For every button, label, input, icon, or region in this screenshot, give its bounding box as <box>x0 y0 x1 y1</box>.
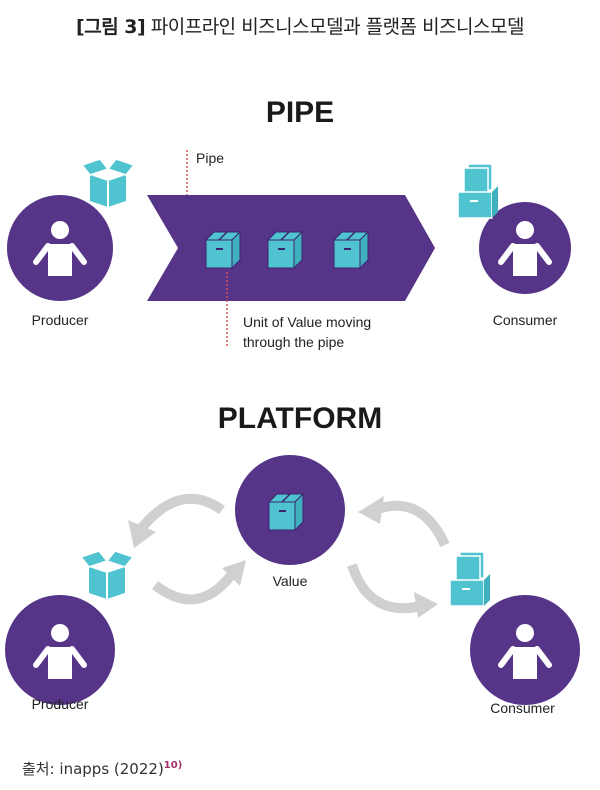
figure-number: [그림 3] <box>76 16 146 38</box>
arrow-head <box>222 560 246 586</box>
arrow-to-value <box>151 567 240 605</box>
arrow-to-consumer <box>347 563 427 614</box>
platform-consumer <box>449 551 580 705</box>
value-box-icon <box>205 231 241 269</box>
source-text: 출처: inapps (2022) <box>22 760 164 778</box>
pipe-producer-label: Producer <box>31 312 89 328</box>
platform-value-label: Value <box>272 573 308 589</box>
platform-producer-label: Producer <box>31 696 89 712</box>
pipe-consumer-label: Consumer <box>492 312 558 328</box>
unit-of-value-label: Unit of Value moving through the pipe <box>243 312 371 352</box>
source-note: 출처: inapps (2022)10) <box>22 758 182 779</box>
arrow-head <box>414 592 438 618</box>
platform-arrows <box>128 493 450 618</box>
figure-title: 파이프라인 비즈니스모델과 플랫폼 비즈니스모델 <box>150 16 525 38</box>
unit-label-line2: through the pipe <box>243 334 345 350</box>
pipe-consumer <box>457 163 571 294</box>
value-box-icon <box>267 231 303 269</box>
unit-label-line1: Unit of Value moving <box>243 314 372 330</box>
figure-caption: [그림 3] 파이프라인 비즈니스모델과 플랫폼 비즈니스모델 <box>0 12 600 39</box>
value-box-icon <box>333 231 369 269</box>
pipe-heading: PIPE <box>265 96 335 129</box>
open-box-icon <box>80 550 134 600</box>
file-box-icon <box>457 163 499 219</box>
pipe-producer <box>7 158 135 301</box>
footnote-ref: 10) <box>163 760 183 771</box>
platform-consumer-label: Consumer <box>490 700 555 716</box>
open-box-icon <box>81 158 135 208</box>
pipe-label: Pipe <box>196 150 225 166</box>
arrow-head <box>358 496 384 524</box>
platform-heading: PLATFORM <box>217 402 383 435</box>
arrow-head <box>128 520 156 548</box>
platform-value <box>235 455 345 565</box>
value-box-icon <box>268 493 304 531</box>
file-box-icon <box>449 551 491 607</box>
platform-producer <box>5 550 134 705</box>
arrow-to-producer <box>136 493 225 534</box>
